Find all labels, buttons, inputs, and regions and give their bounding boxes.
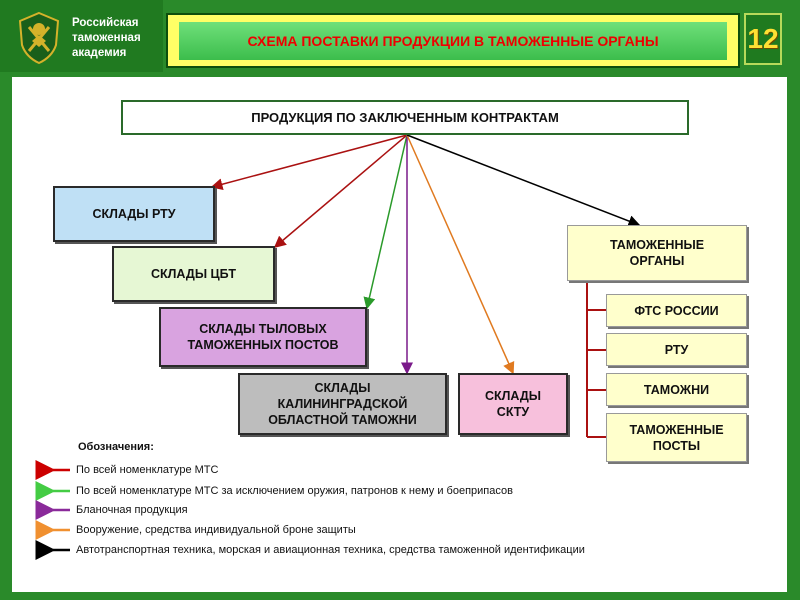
organization-name: Российская таможенная академия <box>72 17 141 59</box>
title-bar: СХЕМА ПОСТАВКИ ПРОДУКЦИИ В ТАМОЖЕННЫЕ ОР… <box>166 13 740 68</box>
legend-title: Обозначения: <box>78 441 154 453</box>
rtu-node: РТУ <box>606 333 747 366</box>
legend-item-red: По всей номенклатуре МТС <box>76 464 219 476</box>
emblem-icon <box>18 11 60 65</box>
arrow-to-customs <box>406 134 641 227</box>
fts-node: ФТС РОССИИ <box>606 294 747 327</box>
legend-item-green: По всей номенклатуре МТС за исключением … <box>76 485 513 497</box>
arrow-to-sktu <box>406 134 515 375</box>
customs-houses-node: ТАМОЖНИ <box>606 373 747 406</box>
rtu-warehouses-node: СКЛАДЫ РТУ <box>53 186 215 242</box>
source-node: ПРОДУКЦИЯ ПО ЗАКЛЮЧЕННЫМ КОНТРАКТАМ <box>121 100 689 135</box>
header-logo-area: Российская таможенная академия <box>0 0 163 72</box>
legend-item-purple: Бланочная продукция <box>76 504 188 516</box>
arrow-to-rear-posts <box>363 134 408 310</box>
legend-item-black: Автотранспортная техника, морская и авиа… <box>76 544 585 556</box>
page-title: СХЕМА ПОСТАВКИ ПРОДУКЦИИ В ТАМОЖЕННЫЕ ОР… <box>179 21 727 60</box>
arrow-to-rtu-warehouses <box>210 134 408 191</box>
cbt-warehouses-node: СКЛАДЫ ЦБТ <box>112 246 275 302</box>
slide-number: 12 <box>744 13 782 65</box>
legend-item-orange: Вооружение, средства индивидуальной брон… <box>76 524 356 536</box>
arrow-to-cbt-warehouses <box>273 134 408 248</box>
